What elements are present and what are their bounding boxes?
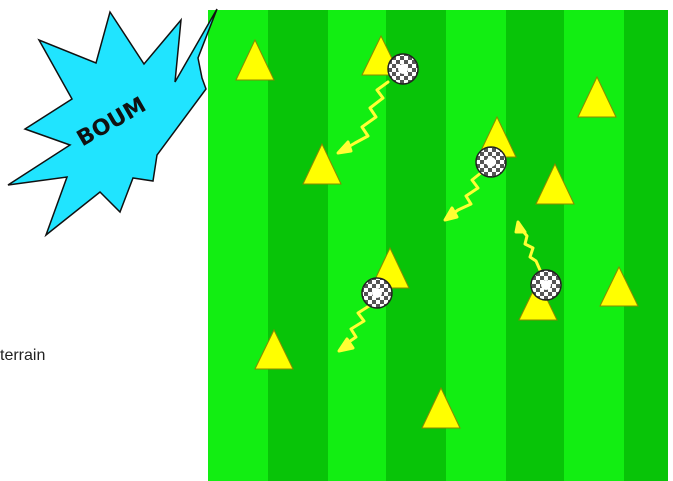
terrain-label: terrain [0,346,45,366]
soccer-ball-icon [362,278,392,308]
explosion-burst-icon: BOUM [8,9,217,235]
field-stripe [564,10,624,481]
field-stripe [328,10,386,481]
field-stripe [624,10,668,481]
field-stripe [268,10,328,481]
soccer-ball-icon [388,54,418,84]
soccer-ball-icon [531,270,561,300]
field-stripe [208,10,268,481]
soccer-ball-icon [476,147,506,177]
field-stripe [506,10,564,481]
field-stripe [446,10,506,481]
